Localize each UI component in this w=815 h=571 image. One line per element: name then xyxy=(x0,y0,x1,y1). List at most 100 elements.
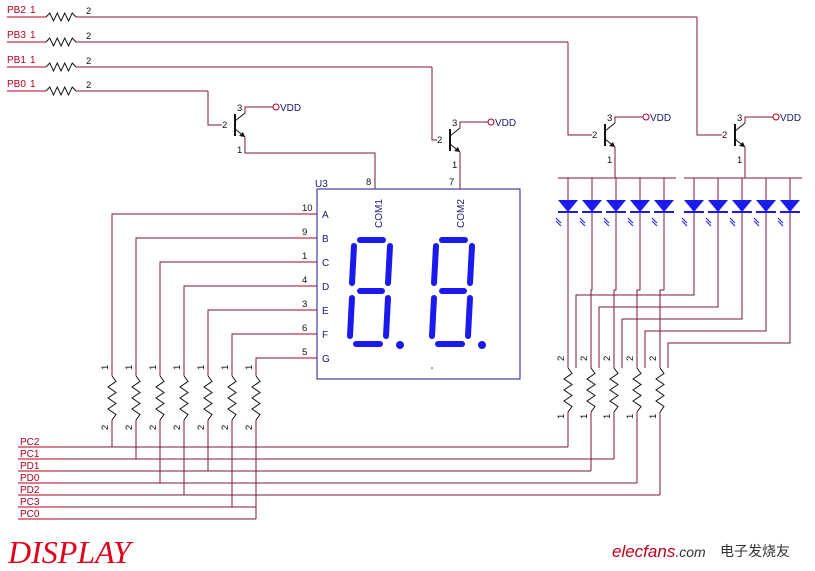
display-pin-number: 3 xyxy=(302,299,307,310)
led-light-arrows xyxy=(753,217,760,227)
bus-label-pd1: PD1 xyxy=(20,461,40,472)
resistor-pin-label: 1 xyxy=(556,414,567,419)
com1-label: COM1 xyxy=(374,199,385,228)
segment-c xyxy=(465,295,473,339)
transistor-arrow xyxy=(739,142,745,147)
transistor-pin-label: 2 xyxy=(437,135,442,146)
wire xyxy=(231,333,292,376)
resistor-pin-label: 1 xyxy=(30,55,36,66)
resistor-pin-label: 1 xyxy=(124,365,135,370)
resistor xyxy=(45,36,77,48)
wire xyxy=(207,91,222,126)
segment-pin-e: E xyxy=(322,306,329,317)
resistor xyxy=(45,11,77,23)
wire xyxy=(431,67,437,141)
transistor-pin-label: 1 xyxy=(607,155,612,166)
wire xyxy=(636,258,641,368)
resistor-pin-label: 2 xyxy=(86,31,91,42)
wire xyxy=(111,213,292,376)
wire xyxy=(659,258,665,368)
display-pin-number: 1 xyxy=(302,251,307,262)
resistor xyxy=(179,375,189,421)
transistor-pin-label: 2 xyxy=(722,130,727,141)
resistor-pin-label: 1 xyxy=(244,365,255,370)
wire xyxy=(135,237,292,376)
wire xyxy=(590,258,593,368)
wire xyxy=(644,258,767,368)
resistor-pin-label: 1 xyxy=(625,414,636,419)
resistor xyxy=(609,367,619,413)
resistor-pin-label: 1 xyxy=(196,365,207,370)
transistor-pin-label: 1 xyxy=(452,160,457,171)
led-diode xyxy=(606,200,626,212)
resistor xyxy=(563,367,573,413)
led-light-arrows xyxy=(627,217,634,227)
wire xyxy=(667,258,791,368)
wire xyxy=(159,261,292,376)
led-light-arrows xyxy=(603,217,610,227)
com2-label: COM2 xyxy=(456,199,467,228)
led-diode xyxy=(684,200,704,212)
bus-label-pc0: PC0 xyxy=(20,509,40,520)
led-light-arrows xyxy=(651,217,658,227)
bus-label-pd0: PD0 xyxy=(20,473,40,484)
transistor-arrow xyxy=(454,147,460,152)
resistor-pin-label: 2 xyxy=(602,356,613,361)
transistor-pin-label: 1 xyxy=(237,145,242,156)
resistor xyxy=(107,375,117,421)
resistor-pin-label: 1 xyxy=(30,79,36,90)
components xyxy=(45,11,800,421)
segment-pin-a: A xyxy=(322,210,329,221)
wire xyxy=(598,258,719,368)
resistor-pin-label: 2 xyxy=(556,356,567,361)
led-light-arrows xyxy=(777,217,784,227)
bus-label-pc3: PC3 xyxy=(20,497,40,508)
segment-b xyxy=(385,243,393,286)
wire xyxy=(621,258,743,368)
net-label-pb0: PB0 xyxy=(7,79,26,90)
segment-pin-g: G xyxy=(322,354,330,365)
watermark: elecfans.com xyxy=(612,542,706,561)
display-pin-number: 6 xyxy=(302,323,307,334)
wire xyxy=(207,309,292,376)
wire xyxy=(244,137,376,189)
transistor-pin-label: 3 xyxy=(737,113,742,124)
bus-label-pc1: PC1 xyxy=(20,449,40,460)
wires xyxy=(7,16,802,520)
resistor-pin-label: 1 xyxy=(100,365,111,370)
transistor-collector xyxy=(604,122,616,132)
led-diode xyxy=(780,200,800,212)
com1-pin-label: 8 xyxy=(366,177,371,188)
resistor-pin-label: 1 xyxy=(30,30,36,41)
vdd-label: VDD xyxy=(650,113,671,124)
resistor-pin-label: 1 xyxy=(648,414,659,419)
net-label-pb2: PB2 xyxy=(7,5,26,16)
segment-pin-d: D xyxy=(322,282,329,293)
led-diode xyxy=(630,200,650,212)
vdd-terminal xyxy=(272,103,280,111)
segment-f xyxy=(349,243,357,286)
net-label-pb3: PB3 xyxy=(7,30,26,41)
resistor xyxy=(155,375,165,421)
display-pin-number: 10 xyxy=(302,203,313,214)
bus-label-pd2: PD2 xyxy=(20,485,40,496)
transistor-pin-label: 2 xyxy=(222,120,227,131)
resistor xyxy=(227,375,237,421)
watermark-cn: 电子发烧友 xyxy=(720,544,790,560)
segment-c xyxy=(383,295,391,339)
resistor xyxy=(203,375,213,421)
transistor-arrow xyxy=(239,132,245,137)
resistor-pin-label: 2 xyxy=(625,356,636,361)
resistor-pin-label: 2 xyxy=(86,80,91,91)
resistor xyxy=(45,61,77,73)
transistor-arrow xyxy=(609,142,615,147)
vdd-terminal xyxy=(772,113,780,121)
led-light-arrows xyxy=(681,217,688,227)
wire xyxy=(255,357,292,376)
wire xyxy=(575,258,695,368)
display-body xyxy=(316,188,521,380)
transistor-pin-label: 3 xyxy=(607,113,612,124)
resistor xyxy=(251,375,261,421)
